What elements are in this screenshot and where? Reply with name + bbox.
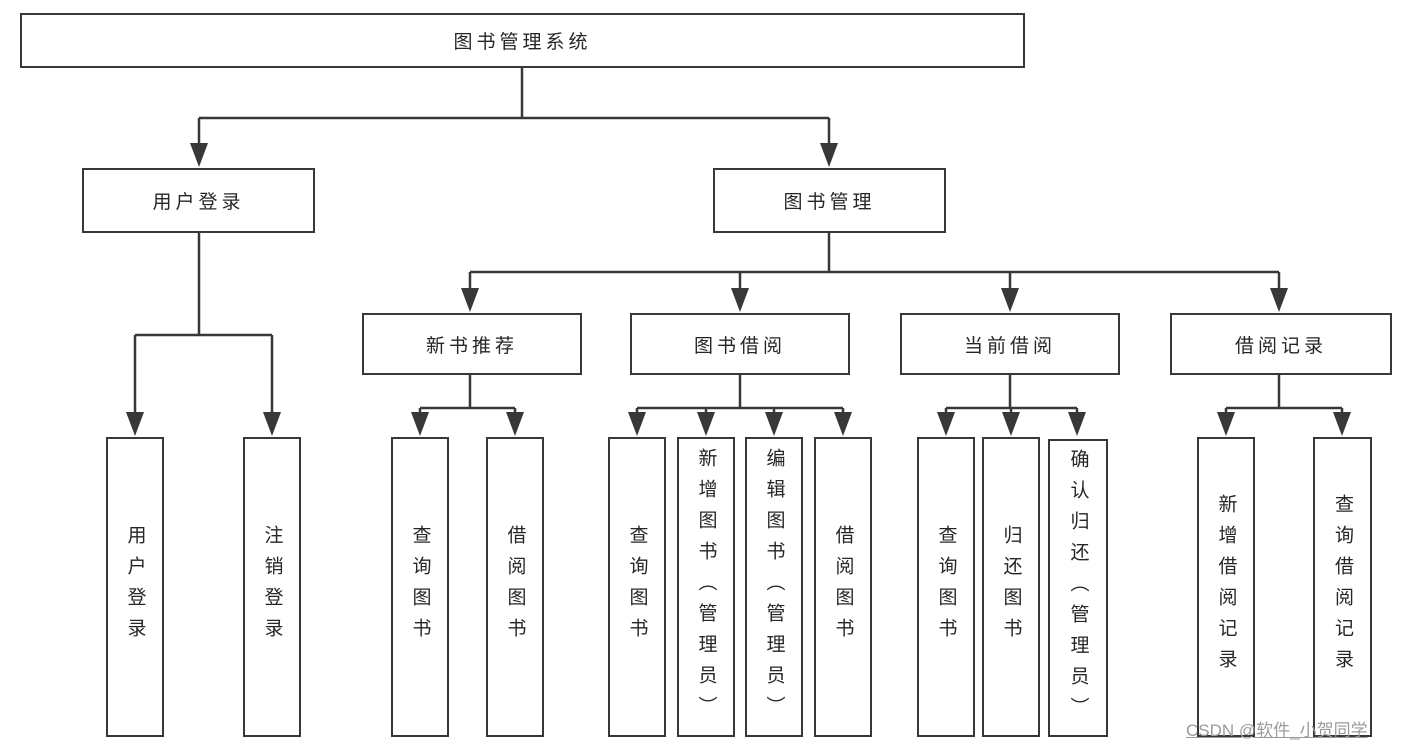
leaf-current-return-label: 归还图书 [1000,525,1022,649]
leaf-current-query: 查询图书 [917,437,975,737]
node-current-borrow-label: 当前借阅 [963,335,1056,357]
leaf-borrow-query-label: 查询图书 [626,525,648,649]
arrowhead-icon [765,412,783,436]
arrowhead-icon [411,412,429,436]
node-new-book-recommend: 新书推荐 [362,313,582,375]
leaf-record-add-label: 新增借阅记录 [1215,494,1237,680]
leaf-borrow-lend-label: 借阅图书 [832,525,854,649]
node-book-borrow-label: 图书借阅 [693,335,786,357]
node-book-management-label: 图书管理 [783,192,876,213]
leaf-current-confirm-label: 确认归还（管理员） [1067,448,1089,728]
leaf-record-query-label: 查询借阅记录 [1332,494,1353,680]
arrowhead-icon [1068,412,1086,436]
node-current-borrow: 当前借阅 [900,313,1120,375]
leaf-recommend-borrow: 借阅图书 [486,437,544,737]
leaf-borrow-edit-label: 编辑图书（管理员） [763,447,785,727]
node-borrow-record: 借阅记录 [1170,313,1392,375]
leaf-borrow-lend: 借阅图书 [814,437,872,737]
arrowhead-icon [126,412,144,436]
arrowhead-icon [1217,412,1235,436]
leaf-current-query-label: 查询图书 [935,525,957,649]
leaf-logout: 注销登录 [243,437,301,737]
leaf-recommend-query: 查询图书 [391,437,449,737]
leaf-current-return: 归还图书 [982,437,1040,737]
arrowhead-icon [628,412,646,436]
connector-path [133,68,1344,414]
arrowhead-icon [506,412,524,436]
node-user-login-label: 用户登录 [152,192,245,213]
leaf-user-login: 用户登录 [106,437,164,737]
node-root: 图书管理系统 [20,13,1025,68]
leaf-borrow-add-label: 新增图书（管理员） [695,447,717,727]
leaf-recommend-borrow-label: 借阅图书 [504,525,526,649]
arrowhead-icon [1002,412,1020,436]
leaf-logout-label: 注销登录 [261,525,283,649]
watermark-text: CSDN @软件_小贺同学 [1186,721,1368,740]
arrowhead-icon [190,143,208,167]
arrowhead-icon [263,412,281,436]
node-borrow-record-label: 借阅记录 [1234,335,1327,357]
arrowhead-icon [937,412,955,436]
leaf-recommend-query-label: 查询图书 [409,525,431,649]
node-user-login: 用户登录 [82,168,315,233]
arrowhead-icon [820,143,838,167]
leaf-borrow-query: 查询图书 [608,437,666,737]
node-root-label: 图书管理系统 [453,32,592,53]
arrowhead-icon [1001,288,1019,312]
arrowhead-icon [834,412,852,436]
node-book-management: 图书管理 [713,168,946,233]
arrowhead-icon [1333,412,1351,436]
leaf-user-login-label: 用户登录 [124,525,146,649]
arrowhead-icon [461,288,479,312]
leaf-current-confirm: 确认归还（管理员） [1048,439,1108,737]
leaf-borrow-add: 新增图书（管理员） [677,437,735,737]
node-book-borrow: 图书借阅 [630,313,850,375]
arrowhead-icon [697,412,715,436]
node-new-book-recommend-label: 新书推荐 [425,335,518,357]
leaf-record-add: 新增借阅记录 [1197,437,1255,737]
arrowhead-icon [1270,288,1288,312]
leaf-record-query: 查询借阅记录 [1313,437,1372,737]
arrowheads [126,143,1351,436]
arrowhead-icon [731,288,749,312]
leaf-borrow-edit: 编辑图书（管理员） [745,437,803,737]
